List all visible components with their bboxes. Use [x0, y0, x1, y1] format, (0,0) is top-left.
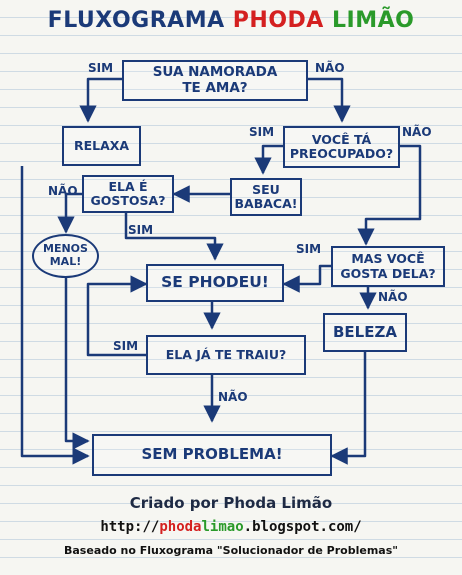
arrow-preocupado-sim — [254, 144, 283, 175]
node-sua-namorada-te-ama: SUA NAMORADA TE AMA? — [122, 60, 308, 101]
node-beleza: BELEZA — [323, 313, 407, 352]
page-title: FLUXOGRAMA PHODA LIMÃO — [0, 8, 462, 33]
node-se-phodeu: SE PHODEU! — [146, 264, 284, 302]
url-suffix: .blogspot.com/ — [243, 519, 362, 535]
node-ela-ja-te-traiu: ELA JÁ TE TRAIU? — [146, 335, 306, 375]
footer-url[interactable]: http://phodalimao.blogspot.com/ — [0, 519, 462, 535]
label-nao-gosta: NÃO — [378, 290, 408, 304]
footer-credit: Criado por Phoda Limão — [129, 494, 333, 512]
label-nao-traiu: NÃO — [218, 390, 248, 404]
label-sim-gostosa: SIM — [128, 223, 154, 237]
label-nao-preocupado: NÃO — [402, 125, 432, 139]
arrow-beleza-to-semproblema — [330, 352, 367, 465]
node-voce-ta-preocupado: VOCÊ TÁ PREOCUPADO? — [283, 126, 400, 168]
arrow-menosmal-to-semproblema — [64, 278, 90, 450]
label-sim-gosta: SIM — [296, 242, 322, 256]
node-seu-babaca: SEU BABACA! — [230, 178, 302, 216]
arrow-gosta-sim — [282, 264, 331, 293]
label-sim-preocupado: SIM — [249, 125, 275, 139]
node-ela-e-gostosa: ELA É GOSTOSA? — [82, 175, 174, 213]
label-nao-namorada: NÃO — [315, 61, 345, 75]
arrow-gostosa-sim — [124, 213, 224, 261]
label-sim-traiu: SIM — [113, 339, 139, 353]
title-part-fluxograma: FLUXOGRAMA — [47, 8, 225, 33]
label-sim-namorada: SIM — [88, 61, 114, 75]
node-menos-mal: MENOS MAL! — [32, 234, 99, 278]
node-mas-voce-gosta-dela: MAS VOCÊ GOSTA DELA? — [331, 246, 445, 287]
arrow-gostosa-nao — [57, 192, 82, 234]
arrow-namorada-nao — [308, 77, 351, 123]
node-sem-problema: SEM PROBLEMA! — [92, 434, 332, 476]
arrow-relaxa-to-semproblema — [20, 166, 90, 465]
url-limao: limao — [201, 519, 244, 535]
title-part-phoda: PHODA — [232, 8, 324, 33]
url-prefix: http:// — [100, 519, 160, 535]
footer-based-on: Baseado no Fluxograma "Solucionador de P… — [64, 544, 398, 557]
node-relaxa: RELAXA — [62, 126, 141, 166]
title-part-limao: LIMÃO — [332, 8, 415, 33]
url-phoda: phoda — [159, 519, 202, 535]
arrow-traiu-sim — [86, 275, 148, 357]
label-nao-gostosa: NÃO — [48, 184, 78, 198]
arrow-preocupado-nao — [357, 144, 422, 246]
arrow-namorada-sim — [79, 77, 122, 123]
